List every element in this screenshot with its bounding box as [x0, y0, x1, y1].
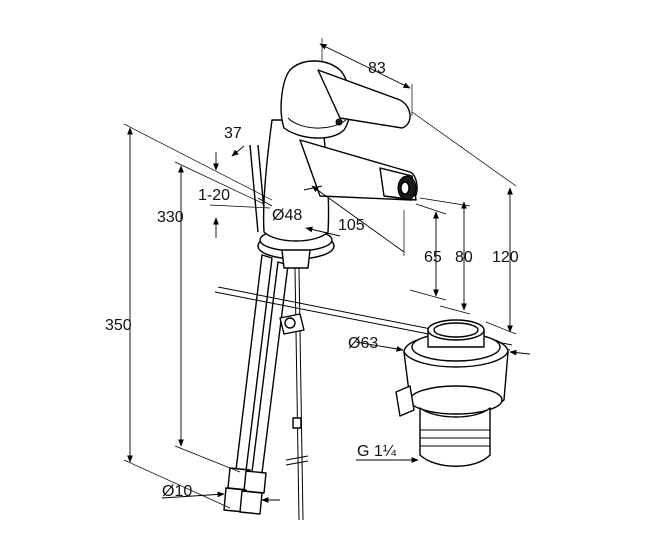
dim-label-65: 65 — [424, 249, 442, 266]
dim-label-diameter-63: Ø63 — [348, 335, 378, 352]
dim-label-120: 120 — [492, 249, 519, 266]
dim-label-330: 330 — [157, 209, 184, 226]
supply-hoses — [223, 254, 289, 515]
dimension-lines — [123, 38, 531, 509]
dim-label-105: 105 — [338, 217, 365, 234]
dim-label-350: 350 — [105, 317, 132, 334]
dim-label-diameter-48: Ø48 — [272, 207, 302, 224]
dim-label-diameter-10: Ø10 — [162, 483, 192, 500]
dim-label-1-20: 1-20 — [198, 187, 230, 204]
faucet-body — [257, 60, 418, 269]
dim-label-80: 80 — [455, 249, 473, 266]
dim-label-37: 37 — [224, 125, 242, 142]
waste-valve — [395, 319, 509, 467]
dim-label-83: 83 — [368, 60, 386, 77]
dim-label-thread-g114: G 1¼ — [357, 443, 397, 460]
popup-rod — [214, 267, 513, 521]
